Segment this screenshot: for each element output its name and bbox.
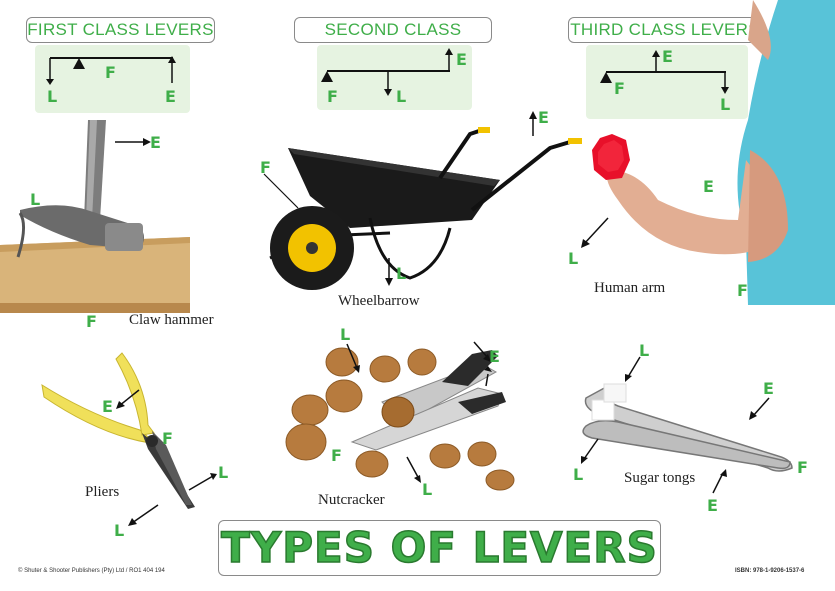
tongs-label-l-bottom: L <box>573 465 584 484</box>
second-class-header: SECOND CLASS LEVERS <box>294 17 492 63</box>
nutcracker-label-f: F <box>331 446 342 465</box>
second-diagram-f: F <box>327 87 338 106</box>
nutcracker-load-arrow-bottom <box>406 456 421 483</box>
tongs-label-e-right: E <box>763 379 774 398</box>
wheelbarrow-effort-arrow <box>529 111 537 136</box>
first-class-header: FIRST CLASS LEVERS <box>26 17 215 43</box>
pliers-label-f: F <box>162 429 173 448</box>
wheelbarrow-image <box>269 127 582 290</box>
nutcracker-load-pointer <box>346 343 360 373</box>
third-diagram-l: L <box>720 95 731 114</box>
nutcracker-label-l-top: L <box>340 325 351 344</box>
third-class-diagram: F E L <box>586 45 748 119</box>
tongs-effort-arrow-bottom <box>712 469 727 494</box>
claw-hammer-caption: Claw hammer <box>129 312 214 328</box>
nutcracker-image <box>285 347 515 491</box>
human-arm-image <box>592 0 835 305</box>
wheelbarrow-label-f: F <box>260 158 271 177</box>
tongs-load-arrow-bottom <box>581 438 599 464</box>
second-class-diagram: F L E <box>317 45 472 110</box>
arm-label-f: F <box>737 281 748 300</box>
title-box: TYPES OF LEVERS <box>218 520 661 576</box>
hammer-label-e: E <box>150 133 161 152</box>
claw-hammer-image <box>0 120 190 313</box>
isbn: ISBN: 978-1-9206-1537-6 <box>735 568 805 574</box>
pliers-load-arrow-left <box>128 504 159 526</box>
arm-label-e: E <box>703 177 714 196</box>
second-diagram-e: E <box>456 50 467 69</box>
second-diagram-l: L <box>396 87 407 106</box>
second-class-lever-sketch <box>321 48 453 96</box>
publisher-credit: © Shuter & Shooter Publishers (Pty) Ltd … <box>18 568 165 574</box>
first-class-lever-sketch <box>46 56 176 85</box>
wheelbarrow-load-arrow <box>385 258 393 286</box>
third-diagram-e: E <box>662 47 673 66</box>
wheelbarrow-label-l: L <box>396 264 407 283</box>
pliers-load-arrow-right <box>188 473 217 491</box>
hammer-label-l: L <box>30 190 41 209</box>
arm-label-l: L <box>568 249 579 268</box>
arm-load-arrow <box>581 217 609 248</box>
tongs-label-l-top: L <box>639 341 650 360</box>
nutcracker-caption: Nutcracker <box>318 492 385 508</box>
wheelbarrow-fulcrum-pointer <box>263 173 299 209</box>
third-class-header: THIRD CLASS LEVERS <box>568 17 762 43</box>
hammer-effort-arrow <box>115 138 151 146</box>
hammer-label-f: F <box>86 312 97 331</box>
tongs-effort-arrow-right <box>749 397 770 420</box>
nutcracker-label-e: E <box>489 347 500 366</box>
wheelbarrow-caption: Wheelbarrow <box>338 293 420 309</box>
third-diagram-f: F <box>614 79 625 98</box>
nutcracker-label-l-bottom: L <box>422 480 433 499</box>
first-diagram-f: F <box>105 63 116 82</box>
sugar-tongs-image <box>582 383 793 472</box>
human-arm-caption: Human arm <box>594 280 666 296</box>
first-diagram-e: E <box>165 87 176 106</box>
tongs-label-f: F <box>797 458 808 477</box>
pliers-label-e: E <box>102 397 113 416</box>
pliers-effort-arrow <box>116 389 140 409</box>
pliers-image <box>41 352 195 509</box>
tongs-load-arrow-top <box>625 356 641 382</box>
pliers-label-l-left: L <box>114 521 125 540</box>
pliers-label-l-right: L <box>218 463 229 482</box>
wheelbarrow-label-e: E <box>538 108 549 127</box>
tongs-label-e-bottom: E <box>707 496 718 515</box>
sugar-tongs-caption: Sugar tongs <box>624 470 696 486</box>
pliers-caption: Pliers <box>85 484 120 500</box>
nutcracker-effort-arrows <box>473 341 492 387</box>
third-class-lever-sketch <box>600 50 729 94</box>
poster-title: TYPES OF LEVERS <box>220 522 658 573</box>
first-class-diagram: L F E <box>35 45 190 113</box>
first-diagram-l: L <box>47 87 58 106</box>
